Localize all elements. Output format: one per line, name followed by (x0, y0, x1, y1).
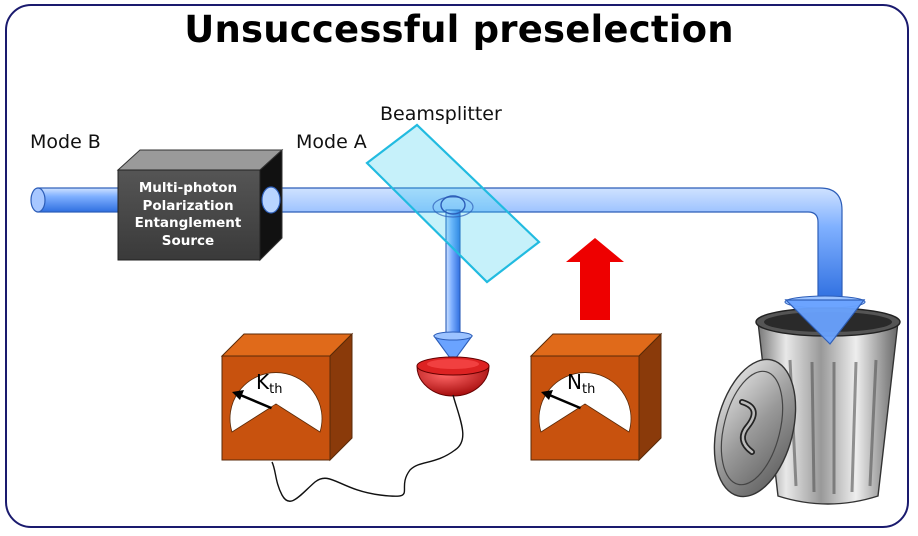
meter-k (220, 332, 354, 462)
meter-n-subscript: th (581, 382, 596, 397)
source-label-line: Polarization (142, 197, 234, 214)
beam-aperture (261, 186, 281, 214)
beam-to-detector (432, 209, 474, 363)
source-label-line: Multi-photon (138, 180, 238, 196)
mode-a-label: Mode A (296, 131, 367, 153)
meter-n-symbol: N (567, 370, 582, 394)
beamsplitter (365, 123, 541, 284)
diagram-frame (5, 4, 909, 528)
mode-b-label: Mode B (30, 131, 101, 153)
beam-mode-b (30, 187, 129, 213)
source-label-line: Entanglement (134, 215, 242, 231)
source-label-line: Source (161, 232, 215, 249)
meter-n-label: Nth (567, 370, 595, 397)
detector-icon (416, 356, 490, 397)
meter-n (529, 332, 663, 462)
entanglement-source-cube (116, 148, 284, 262)
beam-mode-a (262, 187, 843, 301)
meter-k-label: Kth (256, 370, 282, 397)
meter-k-symbol: K (256, 370, 270, 394)
meter-k-subscript: th (269, 382, 283, 397)
beamsplitter-label: Beamsplitter (380, 103, 502, 125)
diagram-title: Unsuccessful preselection (184, 8, 734, 51)
source-label: Multi-photon Polarization Entanglement S… (118, 180, 258, 250)
detector-cable (271, 394, 464, 502)
trash-can-icon (713, 299, 901, 505)
up-arrow-icon (566, 238, 624, 320)
